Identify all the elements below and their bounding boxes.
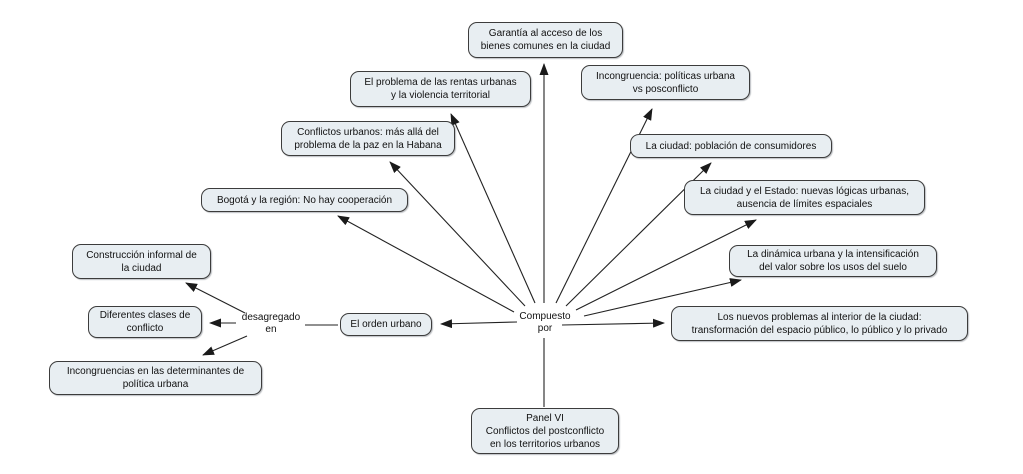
edge-compuesto-conflictos-habana bbox=[389, 161, 526, 307]
edge-compuesto-dinamica bbox=[583, 278, 742, 317]
edge-compuesto-rentas bbox=[450, 113, 536, 304]
node-ciudad-estado[interactable]: La ciudad y el Estado: nuevas lógicas ur… bbox=[684, 180, 925, 215]
node-garantia[interactable]: Garantía al acceso de los bienes comunes… bbox=[468, 22, 623, 58]
node-nuevos-problemas[interactable]: Los nuevos problemas al interior de la c… bbox=[671, 306, 968, 341]
node-incongruencia-pos[interactable]: Incongruencia: políticas urbana vs posco… bbox=[581, 65, 750, 100]
link-label-desagregado-en[interactable]: desagregado en bbox=[241, 311, 301, 336]
node-orden-urbano[interactable]: El orden urbano bbox=[340, 313, 432, 336]
node-dinamica[interactable]: La dinámica urbana y la intensificación … bbox=[729, 245, 937, 277]
edge-compuesto-nuevos-problemas bbox=[561, 318, 665, 328]
node-bogota-region[interactable]: Bogotá y la región: No hay cooperación bbox=[201, 188, 408, 212]
edge-desagregado-construccion bbox=[185, 282, 246, 314]
link-label-compuesto-por[interactable]: Compuesto por bbox=[519, 310, 571, 335]
node-diferentes-clases[interactable]: Diferentes clases de conflicto bbox=[88, 306, 202, 338]
edge-compuesto-orden-urbano bbox=[440, 319, 518, 329]
edge-compuesto-ciudad-estado bbox=[575, 219, 757, 311]
node-panel-vi[interactable]: Panel VI Conflictos del postconflicto en… bbox=[471, 408, 619, 454]
node-conflictos-habana[interactable]: Conflictos urbanos: más allá del problem… bbox=[281, 121, 455, 156]
edge-compuesto-bogota bbox=[337, 215, 515, 313]
edge-desagregado-incongruencias bbox=[202, 335, 248, 356]
node-rentas[interactable]: El problema de las rentas urbanas y la v… bbox=[350, 71, 531, 107]
node-construccion[interactable]: Construcción informal de la ciudad bbox=[72, 244, 211, 279]
node-incongruencias-det[interactable]: Incongruencias en las determinantes de p… bbox=[49, 361, 262, 395]
node-ciudad-poblacion[interactable]: La ciudad: población de consumidores bbox=[630, 134, 832, 158]
